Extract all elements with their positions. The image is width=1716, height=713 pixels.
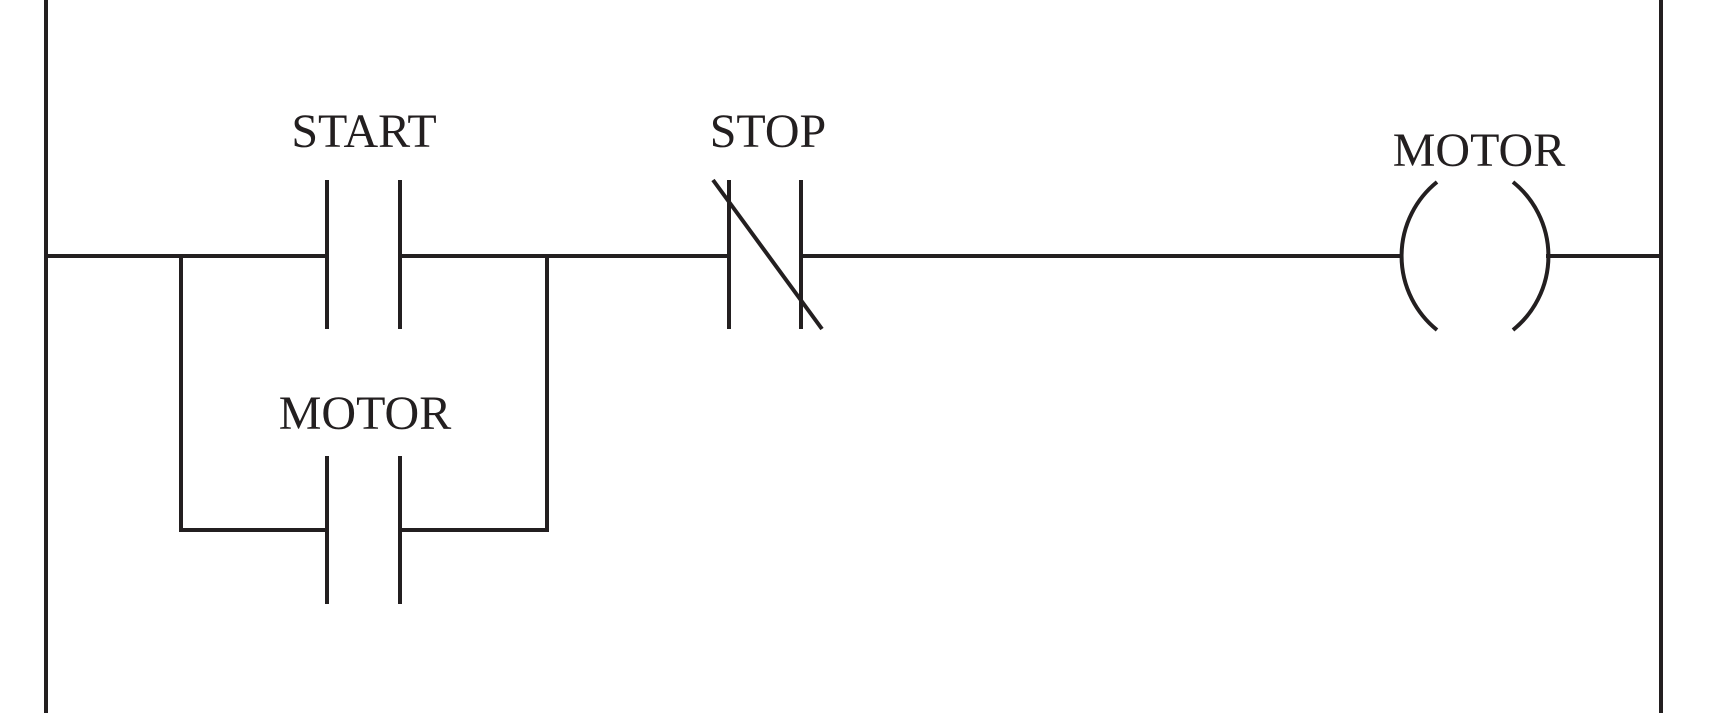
motor-coil-right-arc <box>1511 180 1551 332</box>
start-contact: START <box>291 105 437 329</box>
start-contact-label: START <box>291 105 436 158</box>
stop-contact-slash <box>711 178 824 331</box>
motor-coil-left-arc <box>1399 180 1439 332</box>
motor-contact-label: MOTOR <box>279 387 451 440</box>
stop-contact-label: STOP <box>710 105 827 158</box>
motor-coil: MOTOR <box>1393 124 1565 332</box>
motor-coil-label: MOTOR <box>1393 124 1565 177</box>
motor-seal-in-contact: MOTOR <box>279 387 451 604</box>
stop-contact: STOP <box>710 105 827 331</box>
